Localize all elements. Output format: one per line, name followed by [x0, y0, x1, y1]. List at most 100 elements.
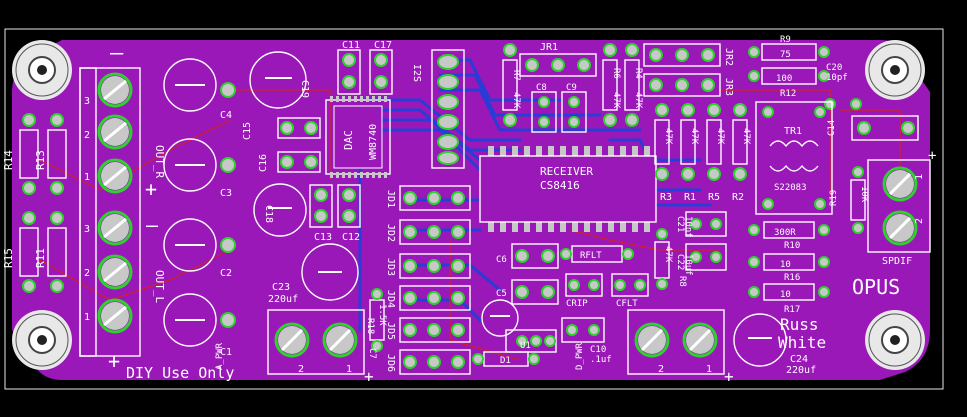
- label-c18: C18: [263, 205, 274, 223]
- label-c10: C10: [590, 345, 606, 355]
- resistors-r7-r6-r4: R7 47K R6 47K R4 47K: [502, 43, 643, 127]
- label-r17: R17: [784, 305, 800, 315]
- label-c21: C21: [675, 216, 685, 232]
- transformer-tr1: TR1 S22083: [755, 101, 833, 215]
- label-r4-value: 47K: [633, 92, 643, 109]
- jd-jumpers: JD1 JD2 JD3 JD4 JD5 JD6: [385, 185, 471, 375]
- header-i2s: I2S: [411, 49, 465, 169]
- label-c9: C9: [566, 83, 577, 93]
- terminal-pin-2a: 2: [84, 130, 90, 141]
- label-r19: R19: [829, 190, 839, 206]
- chip-dac: DAC WM8740: [325, 96, 391, 178]
- spdif-terminal: 1 2 + SPDIF: [867, 148, 936, 267]
- a-pwr-plus: +: [364, 367, 374, 386]
- label-r11: R11: [34, 248, 47, 268]
- terminal-pin-3a: 3: [84, 96, 90, 107]
- cap-c24: C24 220uf: [733, 313, 816, 376]
- d-pwr-terminal: 2 1 + D_PWR: [575, 309, 734, 386]
- value-r19: 10K: [859, 186, 869, 203]
- label-c20: C20: [826, 63, 842, 73]
- label-jd6: JD6: [385, 354, 396, 372]
- label-r18: R18: [365, 318, 375, 334]
- spdif-pin-1: 1: [914, 174, 925, 180]
- value-r17: 10: [780, 290, 791, 300]
- value-r12: 100: [776, 74, 792, 84]
- terminal-pin-1b: 1: [84, 312, 90, 323]
- label-r5-value: 47K: [715, 128, 725, 145]
- resistors-r10-r16-r17: 300R R10 10 R16 10 R17: [748, 221, 830, 315]
- label-c15: C15: [242, 122, 253, 140]
- jumpers-jr2-jr3: JR2 JR3: [643, 43, 734, 97]
- label-c1: C1: [220, 347, 232, 358]
- receiver-part: CS8416: [540, 179, 580, 192]
- label-d1: D1: [500, 356, 511, 366]
- cap-c23: C23 220uf: [268, 243, 359, 305]
- d-pwr-pin-2: 2: [658, 364, 664, 375]
- label-r10: R10: [784, 241, 800, 251]
- caps-c6-c5: C6 C5: [496, 243, 559, 305]
- label-jd3: JD3: [385, 258, 396, 276]
- caps-c8-c9: C8 C9: [531, 83, 587, 133]
- author-first: Russ: [780, 315, 819, 334]
- value-c22: 10uf: [683, 254, 693, 276]
- dac-label: DAC: [342, 130, 355, 150]
- label-jd4: JD4: [385, 290, 396, 308]
- label-r13: R13: [34, 150, 47, 170]
- top-traces: [39, 89, 901, 361]
- label-jd5: JD5: [385, 322, 396, 340]
- board-body: [12, 40, 930, 380]
- regulator-u1: U1 D1 C10 .1uf: [472, 299, 612, 367]
- resistors-r3-r1-r5-r2: 47K 47K 47K 47K R3 R1 R5 R2: [654, 103, 751, 203]
- mount-hole-bottom-right: [865, 310, 925, 370]
- label-r3-value: 47K: [663, 128, 673, 145]
- label-r7: R7: [511, 70, 521, 81]
- label-r6: R6: [611, 68, 621, 79]
- dac-part: WM8740: [368, 124, 379, 160]
- disclaimer-text: DIY Use Only: [126, 364, 234, 382]
- value-c23: 220uf: [268, 294, 298, 305]
- output-caps: C4 C3 C2 C1: [163, 58, 236, 358]
- label-r3: R3: [660, 192, 672, 203]
- a-pwr-pin-1: 1: [346, 364, 352, 375]
- label-c19: C19: [299, 80, 310, 98]
- label-r4: R4: [633, 68, 643, 79]
- value-c21: 10nf: [683, 216, 693, 238]
- terminal-screws: [97, 72, 133, 334]
- board-outline: [4, 28, 944, 390]
- label-r2-value: 47K: [741, 128, 751, 145]
- a-pwr-terminal: 2 1 + A_PWR: [215, 309, 374, 386]
- label-c4: C4: [220, 110, 232, 121]
- terminal-pin-2b: 2: [84, 268, 90, 279]
- a-pwr-pin-2: 2: [298, 364, 304, 375]
- label-c23: C23: [272, 282, 290, 293]
- terminal-pin-3b: 3: [84, 224, 90, 235]
- output-terminal-block: 3 2 1 3 2 1 – + – + OUT_R OUT_L: [79, 41, 166, 373]
- mount-hole-top-right: [865, 40, 925, 100]
- label-jr1: JR1: [540, 42, 558, 53]
- polarity-plus-mid: +: [145, 177, 157, 201]
- label-r14: R14: [2, 150, 15, 170]
- d-pwr-plus: +: [724, 367, 734, 386]
- label-jr2: JR2: [723, 48, 734, 66]
- label-jd1: JD1: [385, 190, 396, 208]
- small-caps: C11 C17 C15 C16 C13 C12: [242, 40, 393, 243]
- label-r18-value: 1.5K: [377, 304, 387, 326]
- label-r9: R9: [780, 35, 791, 45]
- label-r7-value: 47K: [511, 92, 521, 109]
- label-c8: C8: [536, 83, 547, 93]
- spdif-pin-2: 2: [914, 218, 925, 224]
- label-cflt: CFLT: [616, 299, 638, 309]
- label-c3: C3: [220, 188, 232, 199]
- label-r8: R8: [677, 276, 687, 287]
- value-r9: 75: [780, 50, 791, 60]
- label-r1: R1: [684, 192, 696, 203]
- left-resistors: R14 R13 R15 R11: [2, 113, 67, 293]
- resistors-r9-r12: R9 75 100 R12: [748, 35, 830, 99]
- label-c17: C17: [374, 40, 392, 51]
- caps-c21-c22-r8: C21 10nf C22 10uf R8 47K: [654, 211, 727, 290]
- label-r12: R12: [780, 89, 796, 99]
- label-crip: CRIP: [566, 299, 588, 309]
- label-r1-value: 47K: [689, 128, 699, 145]
- value-c10: .1uf: [590, 355, 612, 365]
